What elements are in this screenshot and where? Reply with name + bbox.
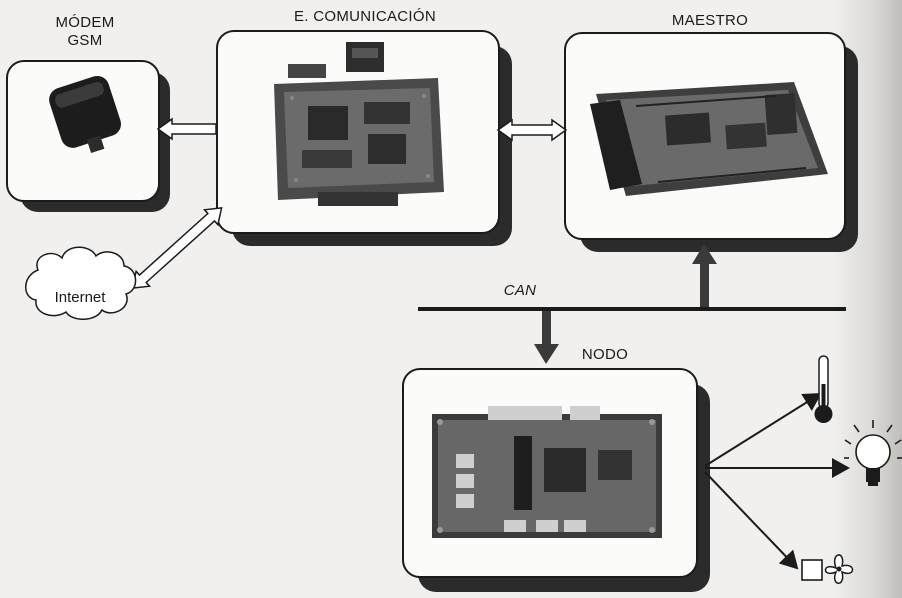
- node-to-fan-line: [705, 472, 797, 568]
- bus-to-master-arrow: [692, 244, 717, 307]
- node-to-thermometer-line: [705, 394, 820, 466]
- bus-to-node-arrow: [534, 311, 559, 364]
- light-bulb-icon: [844, 420, 902, 486]
- fan-icon: [802, 555, 853, 583]
- internet-comm-double-arrow: [126, 200, 229, 295]
- comm-master-double-arrow: [498, 120, 566, 140]
- internet-label: Internet: [55, 289, 107, 306]
- thermometer-icon: [815, 356, 833, 423]
- internet-cloud: [26, 247, 136, 319]
- comm-to-modem-arrow: [158, 119, 216, 139]
